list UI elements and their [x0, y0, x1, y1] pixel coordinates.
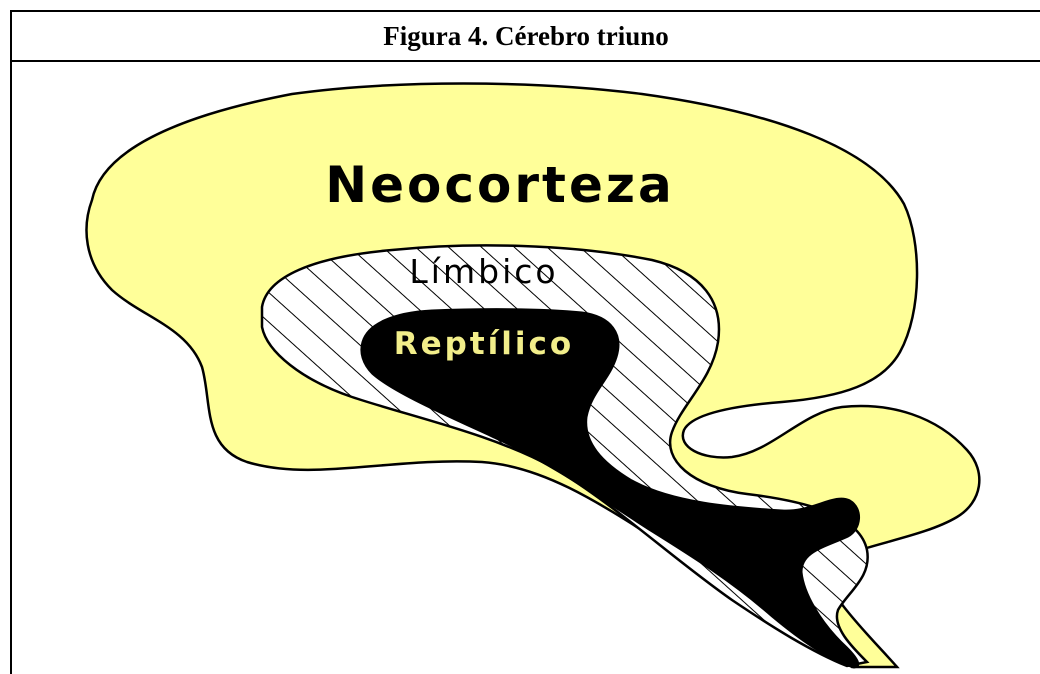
brain-illustration: Neocorteza Límbico Reptílico: [12, 62, 1040, 674]
figure-title-bar: Figura 4. Cérebro triuno: [12, 12, 1040, 62]
reptilian-label: Reptílico: [394, 326, 574, 362]
figure-title: Figura 4. Cérebro triuno: [383, 21, 668, 52]
limbic-label: Límbico: [409, 252, 558, 291]
neocortex-label: Neocorteza: [325, 156, 674, 214]
triune-brain-diagram: Neocorteza Límbico Reptílico: [12, 62, 1040, 674]
figure-frame: Figura 4. Cérebro triuno Neocorteza Límb…: [10, 10, 1040, 674]
